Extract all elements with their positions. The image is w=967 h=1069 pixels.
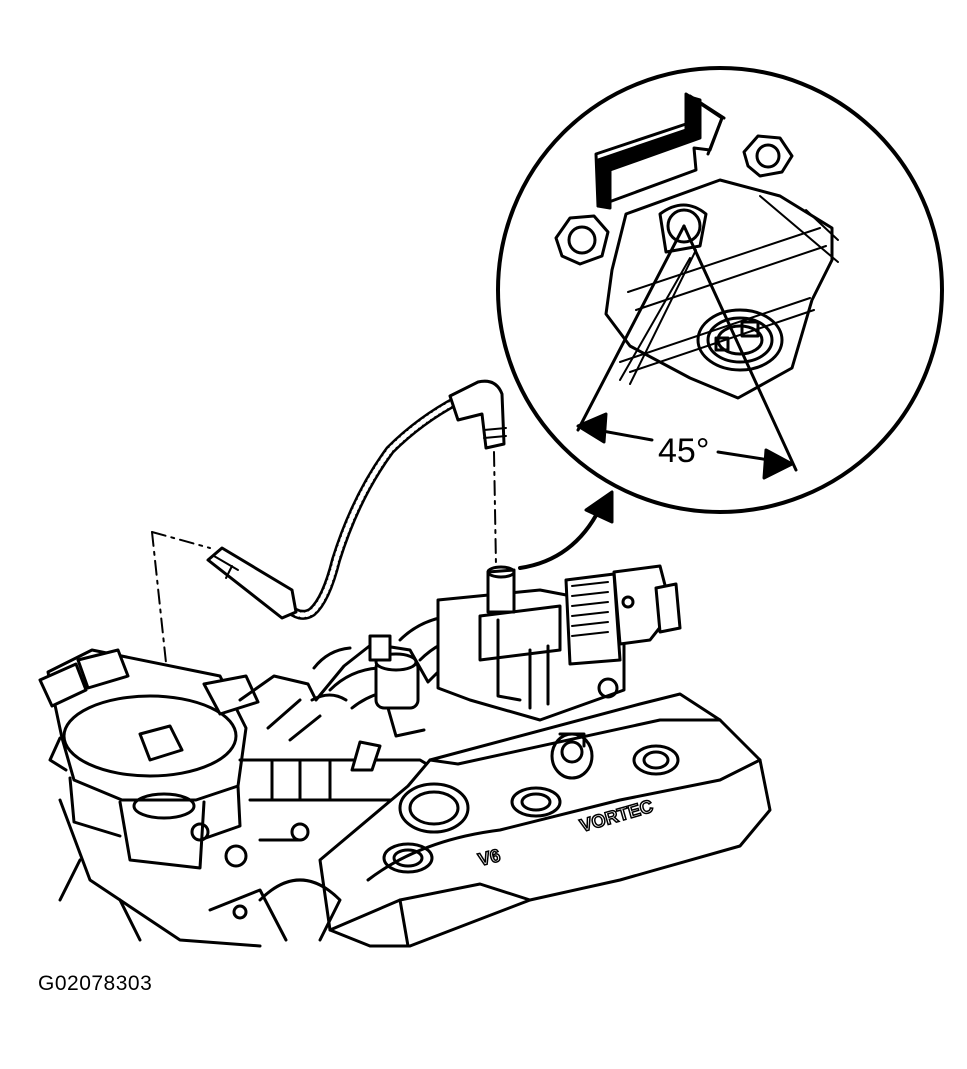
connector-icon [696, 308, 784, 372]
spark-plug-wire [206, 379, 507, 620]
coil-bracket [604, 178, 839, 400]
distributor-cap [38, 648, 260, 870]
engine-assembly [38, 564, 772, 948]
nut-icon [742, 134, 794, 178]
bolt-icon [510, 786, 562, 818]
valve-cover [318, 692, 772, 948]
bolt-icon [550, 732, 594, 780]
bolt-icon [190, 677, 619, 842]
angle-label: 45° [658, 432, 709, 470]
bolt-icon [382, 842, 434, 874]
rotation-arrow-icon [594, 92, 726, 210]
ignition-coil [436, 564, 682, 722]
manifold-sensor [368, 634, 426, 738]
nut-icon [554, 214, 610, 266]
figure-id: G02078303 [38, 972, 153, 995]
oil-fill-cap [398, 782, 470, 834]
angle-arrow-left-icon [576, 412, 654, 444]
detail-inset [496, 66, 944, 514]
callout-arrow [518, 490, 614, 570]
angle-indicator [576, 224, 798, 472]
angle-arrow-right-icon [716, 448, 794, 480]
bolt-icon [632, 744, 680, 776]
